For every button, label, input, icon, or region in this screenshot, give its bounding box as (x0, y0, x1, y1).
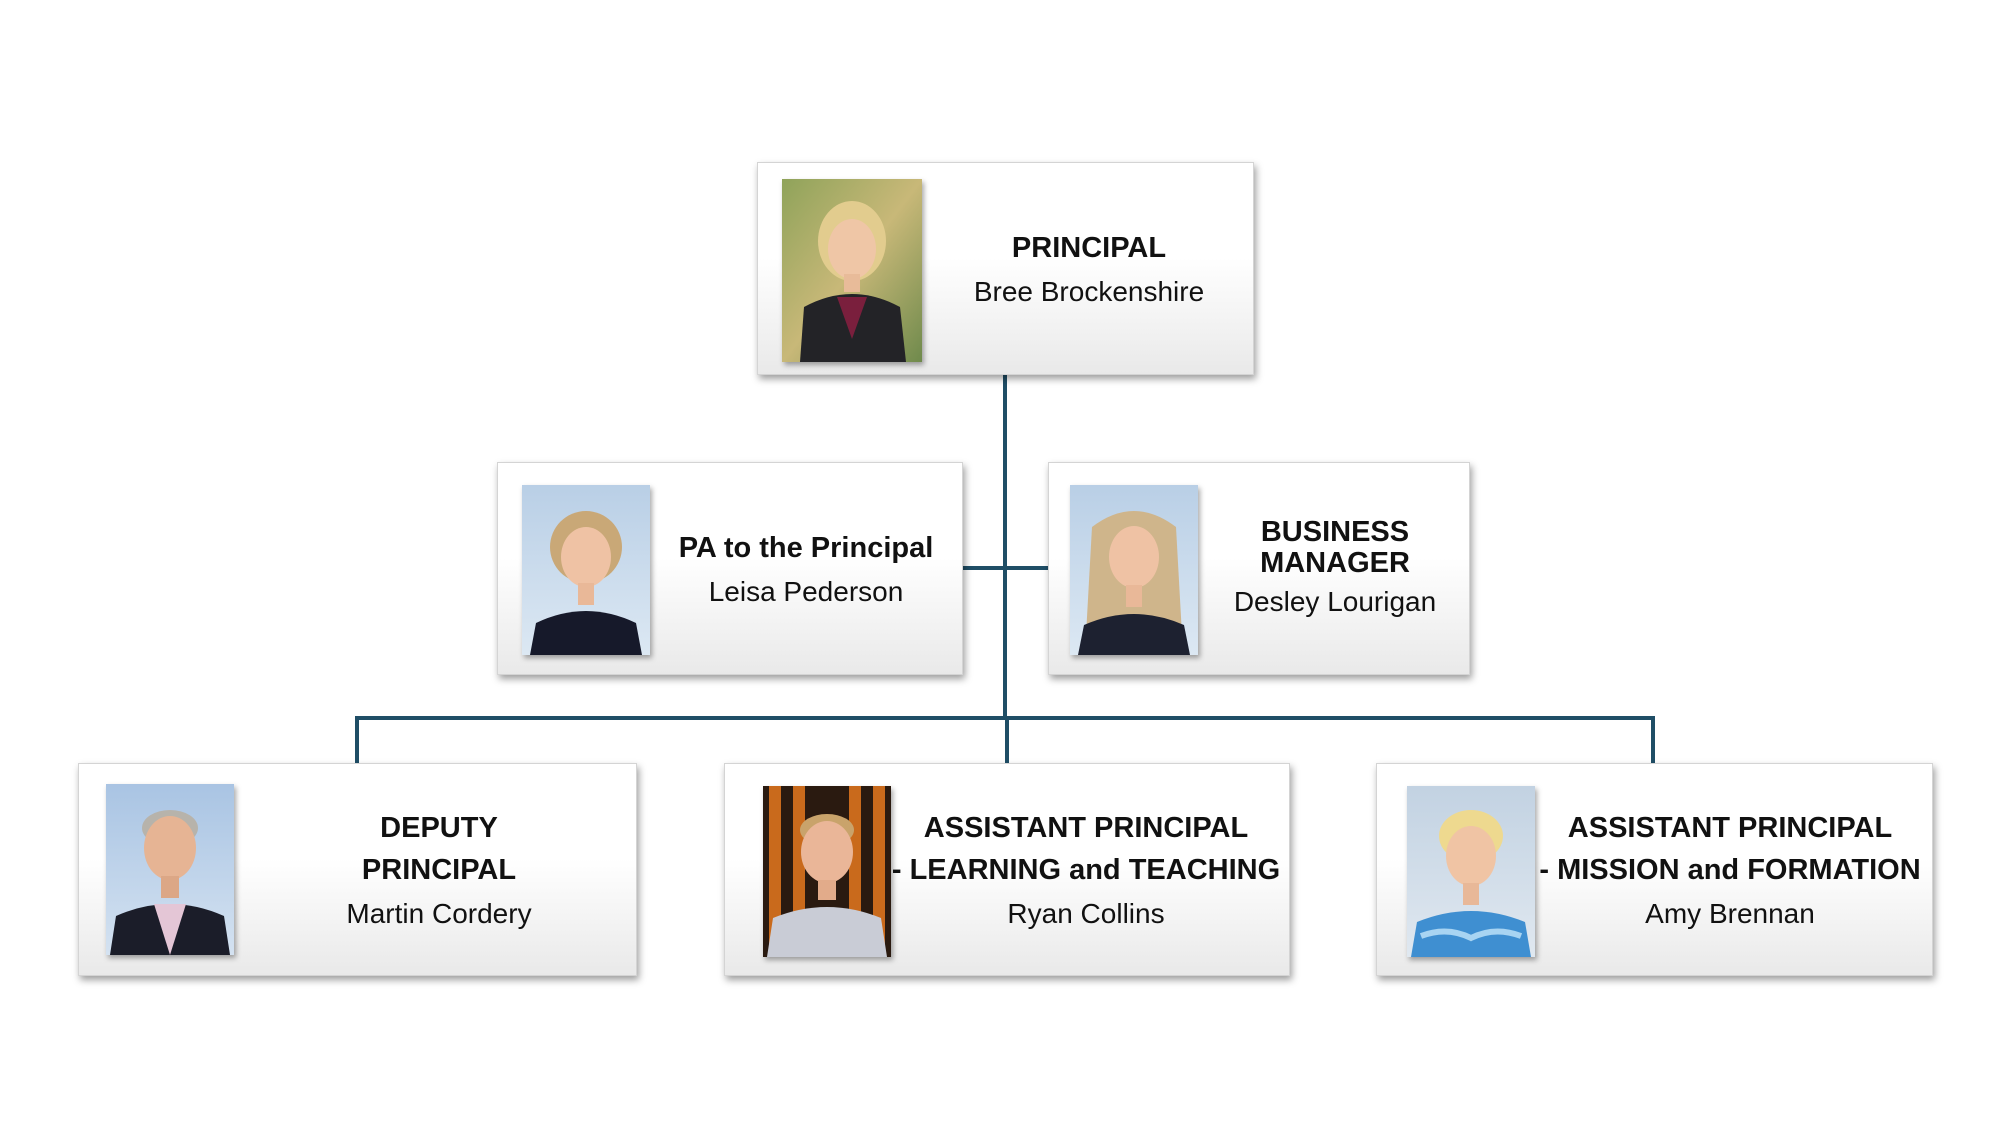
card-pa-to-principal: PA to the Principal Leisa Pederson (497, 462, 963, 675)
card-business-manager: BUSINESS MANAGER Desley Lourigan (1048, 462, 1470, 675)
person-name: Ryan Collins (1007, 897, 1165, 929)
ap-learning-text: ASSISTANT PRINCIPAL - LEARNING and TEACH… (891, 764, 1281, 977)
role-title: PA to the Principal (678, 531, 934, 564)
portrait-photo (522, 485, 650, 655)
portrait-photo (106, 784, 234, 955)
deputy-principal-text: DEPUTY PRINCIPAL Martin Cordery (249, 764, 629, 977)
business-manager-text: BUSINESS MANAGER Desley Lourigan (1209, 463, 1461, 676)
role-title-line-2: PRINCIPAL (361, 853, 517, 886)
role-title-line-2: MANAGER (1260, 546, 1410, 579)
role-title-line-1: ASSISTANT PRINCIPAL (923, 811, 1249, 844)
person-name: Amy Brennan (1645, 897, 1815, 929)
card-ap-mission-formation: ASSISTANT PRINCIPAL - MISSION and FORMAT… (1376, 763, 1933, 976)
card-deputy-principal: DEPUTY PRINCIPAL Martin Cordery (78, 763, 637, 976)
portrait-photo (763, 786, 891, 957)
card-principal: PRINCIPAL Bree Brockenshire (757, 162, 1254, 375)
card-ap-learning-teaching: ASSISTANT PRINCIPAL - LEARNING and TEACH… (724, 763, 1290, 976)
role-title-line-2: - MISSION and FORMATION (1539, 853, 1921, 886)
role-title-line-1: ASSISTANT PRINCIPAL (1567, 811, 1893, 844)
portrait-photo (782, 179, 922, 362)
person-name: Bree Brockenshire (973, 275, 1205, 307)
portrait-photo (1407, 786, 1535, 957)
role-title-line-2: - LEARNING and TEACHING (891, 853, 1281, 886)
principal-text: PRINCIPAL Bree Brockenshire (934, 163, 1244, 376)
role-title-line-1: BUSINESS (1260, 515, 1410, 548)
portrait-photo (1070, 485, 1198, 655)
person-name: Leisa Pederson (708, 575, 904, 607)
person-name: Desley Lourigan (1233, 585, 1437, 617)
role-title-line-1: DEPUTY (380, 811, 498, 844)
role-title: PRINCIPAL (1011, 231, 1167, 264)
pa-text: PA to the Principal Leisa Pederson (658, 463, 954, 676)
ap-mission-text: ASSISTANT PRINCIPAL - MISSION and FORMAT… (1535, 764, 1925, 977)
person-name: Martin Cordery (346, 897, 532, 929)
